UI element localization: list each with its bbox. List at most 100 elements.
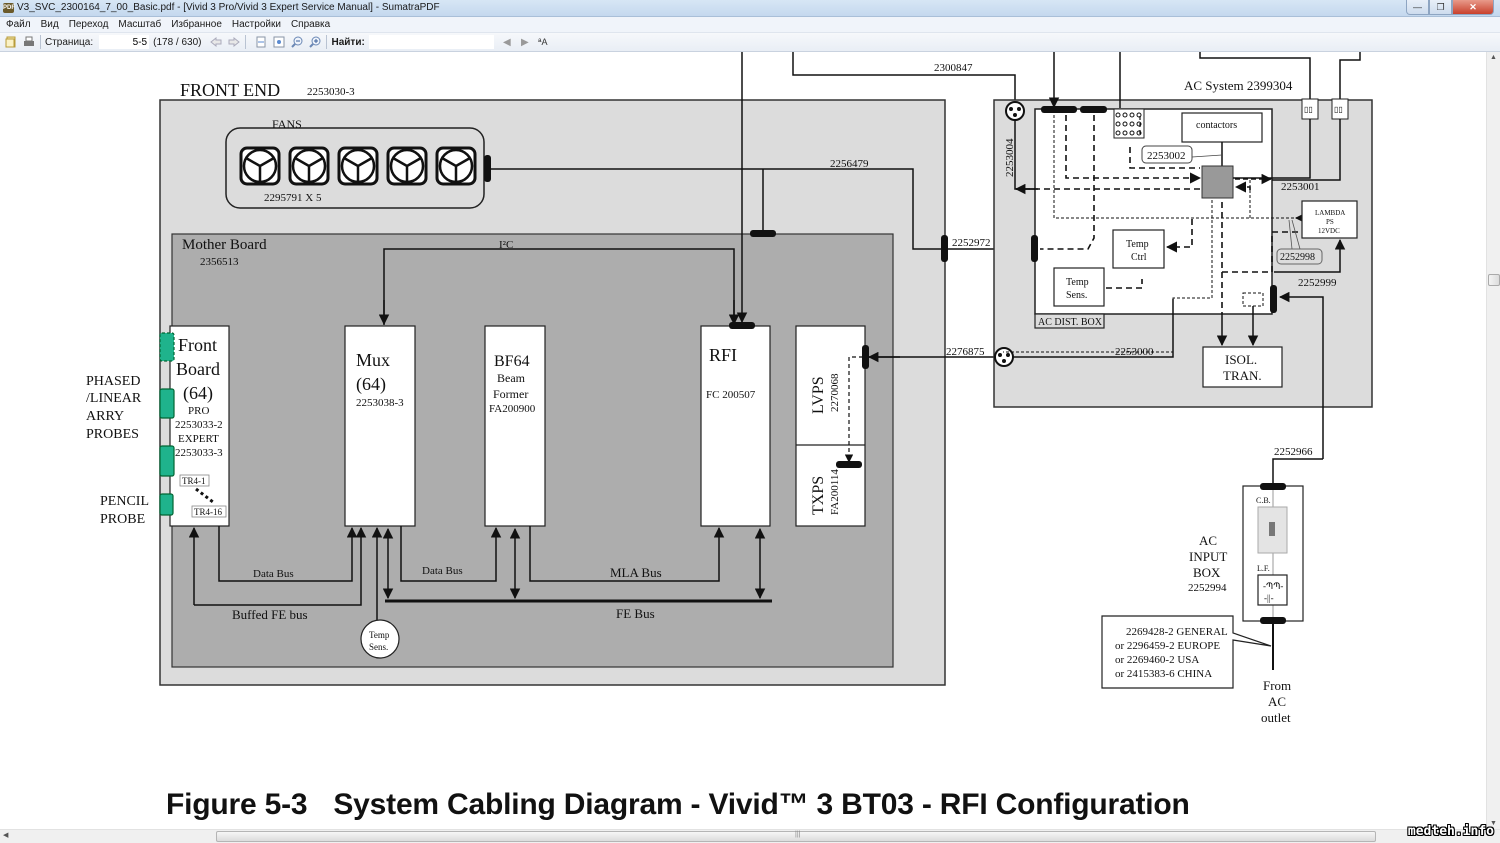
terminal-pin xyxy=(1136,112,1142,118)
mux-part: 2253038-3 xyxy=(356,397,404,409)
open-file-icon[interactable] xyxy=(4,36,18,49)
rfi-box xyxy=(700,325,771,527)
back-arrow-icon[interactable] xyxy=(209,36,223,49)
bf64-l1: BF64 xyxy=(494,353,530,370)
fit-page-icon[interactable] xyxy=(254,36,268,49)
bf64-part: FA200900 xyxy=(489,403,536,415)
horizontal-scrollbar[interactable]: ◀ ||| xyxy=(0,829,1500,843)
terminal-pin xyxy=(1122,112,1128,118)
sumatra-app-icon: PDF xyxy=(3,3,15,13)
front-board-l5: 2253033-2 xyxy=(175,419,223,431)
from-ac-l3: outlet xyxy=(1261,710,1291,725)
document-view[interactable]: FRONT END 2253030-3 FANS 2295791 X 5 Mot… xyxy=(0,52,1486,829)
probes-label-2: /LINEAR xyxy=(86,391,142,406)
terminal-pin xyxy=(1115,112,1121,118)
menu-favorites[interactable]: Избранное xyxy=(171,19,222,30)
ac-input-l3: BOX xyxy=(1193,565,1221,580)
page-number-input[interactable] xyxy=(99,35,150,49)
toolbar-separator xyxy=(40,35,41,49)
terminal-pin xyxy=(1122,130,1128,136)
power-cord-2: or 2269460-2 USA xyxy=(1115,654,1199,666)
tr4-1-label: TR4-1 xyxy=(182,476,206,486)
restore-button[interactable]: ❐ xyxy=(1429,0,1452,15)
scroll-left-icon[interactable]: ◀ xyxy=(3,832,9,839)
svg-text:▯▯: ▯▯ xyxy=(1304,105,1313,114)
watermark: medteh.info xyxy=(1407,824,1494,839)
cabling-diagram: FRONT END 2253030-3 FANS 2295791 X 5 Mot… xyxy=(86,52,1373,725)
lambda-ps-box xyxy=(1301,200,1358,239)
close-button[interactable]: ✕ xyxy=(1452,0,1494,15)
data-bus-1-label: Data Bus xyxy=(253,568,294,580)
ac-input-l1: AC xyxy=(1199,533,1217,548)
zoom-out-icon[interactable] xyxy=(290,36,304,49)
power-cord-callout xyxy=(1101,615,1272,689)
menu-view[interactable]: Вид xyxy=(40,19,59,30)
cable-2253002-callout xyxy=(1141,145,1193,164)
window-titlebar: PDF V3_SVC_2300164_7_00_Basic.pdf - [Viv… xyxy=(0,0,1500,17)
power-cord-3: or 2415383-6 CHINA xyxy=(1115,668,1212,680)
lambda-l3: 12VDC xyxy=(1318,227,1340,235)
find-input[interactable] xyxy=(368,35,494,49)
fan-icon xyxy=(435,146,477,186)
cable-2253004: 2253004 xyxy=(1004,138,1016,177)
lf-label: L.F. xyxy=(1257,564,1270,573)
temp-sens-fe-l2: Sens. xyxy=(369,642,388,652)
menu-settings[interactable]: Настройки xyxy=(231,19,281,30)
menu-go-to[interactable]: Переход xyxy=(68,19,109,30)
menu-help[interactable]: Справка xyxy=(290,19,331,30)
ac-input-part: 2252994 xyxy=(1188,582,1227,594)
cable-2252998-callout xyxy=(1276,248,1323,265)
cable-2256479: 2256479 xyxy=(830,158,869,170)
fans-connector xyxy=(484,155,491,182)
scroll-down-icon[interactable]: ▼ xyxy=(1490,820,1497,827)
terminal-pin xyxy=(1115,121,1121,127)
page-count: (178 / 630) xyxy=(153,36,202,48)
terminal-pin xyxy=(1129,112,1135,118)
front-board-l3: (64) xyxy=(183,383,213,404)
minimize-button[interactable]: — xyxy=(1406,0,1429,15)
cb-label: C.B. xyxy=(1256,496,1271,505)
menu-file[interactable]: Файл xyxy=(6,19,31,30)
mother-board-part: 2356513 xyxy=(200,256,239,268)
bf64-box xyxy=(484,325,546,527)
front-board-box xyxy=(169,325,230,527)
outlet-icon-top xyxy=(1005,101,1025,121)
from-ac-l1: From xyxy=(1263,678,1291,693)
rfi-title: RFI xyxy=(709,345,737,365)
forward-arrow-icon[interactable] xyxy=(227,36,241,49)
vertical-scrollbar[interactable]: ▲ ▼ xyxy=(1486,52,1500,829)
temp-sens-ac-l2: Sens. xyxy=(1066,290,1087,301)
front-board-l6: EXPERT xyxy=(178,433,219,445)
print-icon[interactable] xyxy=(22,36,36,49)
probe-connector-1 xyxy=(159,332,175,362)
terminal-pin xyxy=(1122,121,1128,127)
mux-l2: (64) xyxy=(356,374,386,395)
cable-2276875: 2276875 xyxy=(946,346,985,358)
front-board-l1: Front xyxy=(178,335,217,355)
menu-zoom[interactable]: Масштаб xyxy=(118,19,162,30)
txps-title: TXPS xyxy=(810,476,827,515)
zoom-in-icon[interactable] xyxy=(308,36,322,49)
figure-title: System Cabling Diagram - Vivid™ 3 BT03 -… xyxy=(333,788,1190,821)
isol-tran-l2: TRAN. xyxy=(1223,368,1262,383)
vertical-scroll-thumb[interactable] xyxy=(1488,274,1500,286)
find-next-icon[interactable]: ▶ xyxy=(520,36,529,48)
power-cord-1: or 2296459-2 EUROPE xyxy=(1115,640,1220,652)
terminal-pin xyxy=(1129,130,1135,136)
match-case-icon[interactable]: ªA xyxy=(538,37,548,47)
from-ac-l2: AC xyxy=(1268,694,1286,709)
power-cord-0: 2269428-2 GENERAL xyxy=(1126,626,1228,638)
find-previous-icon[interactable]: ◀ xyxy=(502,36,511,48)
terminal-pin xyxy=(1115,130,1121,136)
fit-width-icon[interactable] xyxy=(272,36,286,49)
rfi-part: FC 200507 xyxy=(706,389,756,401)
pencil-label-2: PROBE xyxy=(100,512,145,527)
contactors-box xyxy=(1181,112,1263,143)
horizontal-scroll-thumb[interactable] xyxy=(216,831,1376,842)
svg-text:-ՊՊ-: -ՊՊ- xyxy=(1263,581,1283,591)
mux-box xyxy=(344,325,416,527)
scroll-up-icon[interactable]: ▲ xyxy=(1490,54,1497,61)
contactors-label: contactors xyxy=(1196,120,1237,131)
front-end-part: 2253030-3 xyxy=(307,86,355,98)
fans-label: FANS xyxy=(272,117,302,131)
